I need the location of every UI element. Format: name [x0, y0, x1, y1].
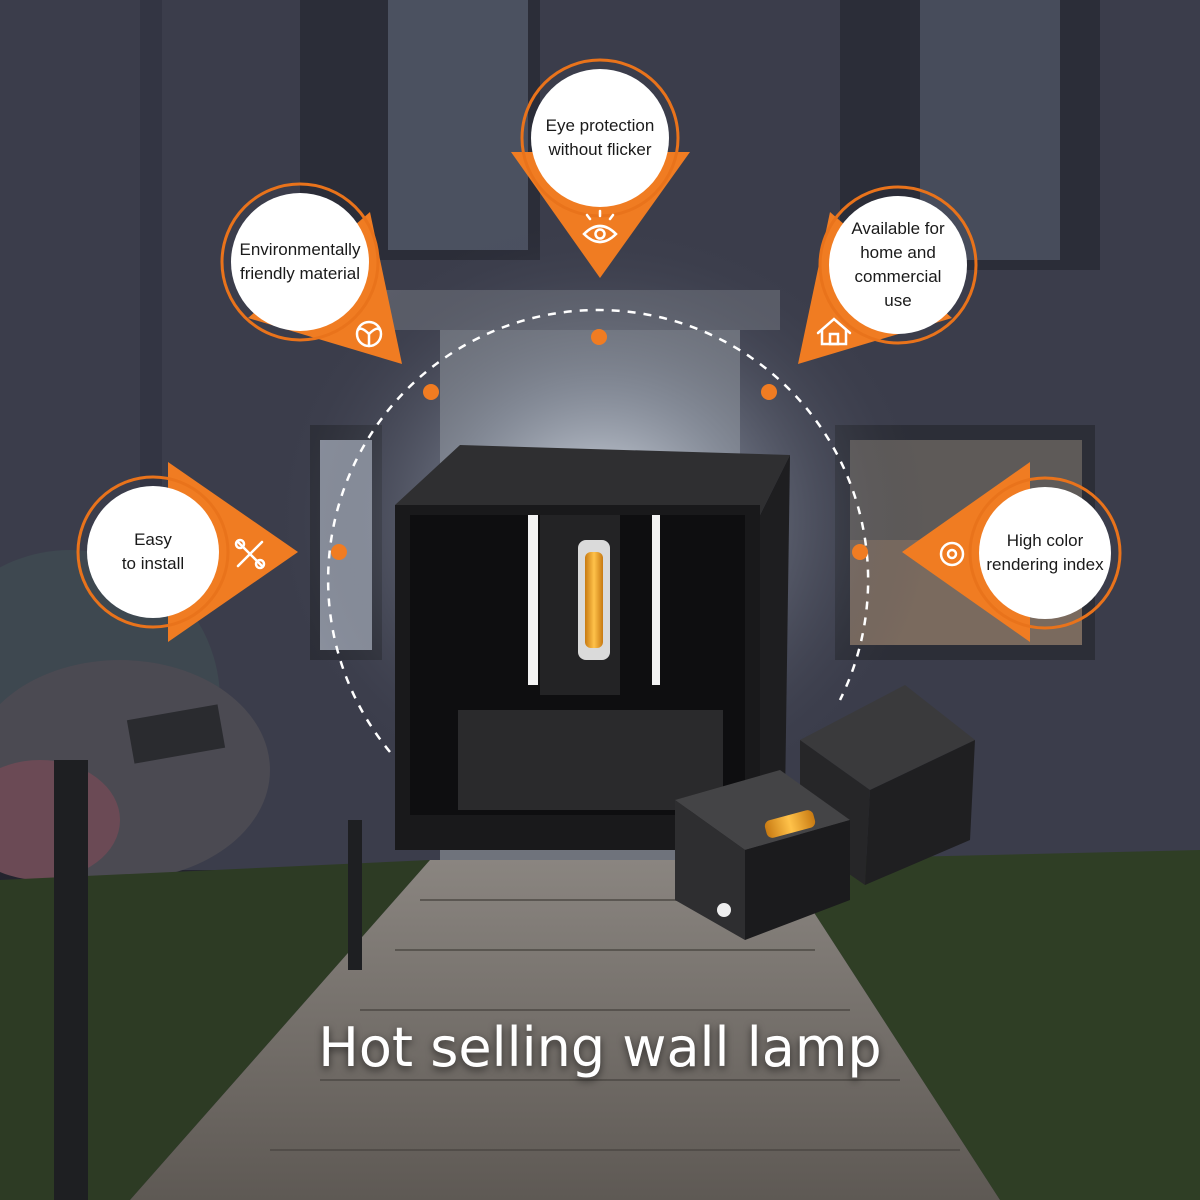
led-strip [585, 552, 603, 648]
bollard-lamp-head [126, 704, 226, 764]
leaf-icon [355, 320, 383, 348]
brick-walkway [130, 860, 1000, 1200]
lamp-parts [675, 685, 975, 940]
feature-text: rendering index [986, 555, 1104, 574]
feature-text: Available for [851, 219, 945, 238]
feature-text: Environmentally [239, 240, 361, 259]
arc-dot [591, 329, 607, 345]
house-icon [816, 317, 852, 346]
feature-text: home and [860, 243, 936, 262]
feature-text: friendly material [239, 264, 360, 283]
feature-text: Easy [134, 530, 172, 549]
feature-text: use [884, 291, 912, 310]
feature-text: High color [1006, 531, 1084, 550]
lawn-right [780, 850, 1200, 1200]
feature-home-commercial: Available for home and commercial use [829, 196, 967, 334]
feature-text: commercial [854, 267, 942, 286]
dashed-arc [326, 308, 870, 753]
feature-text: without flicker [548, 140, 652, 159]
badge-rings [76, 58, 1122, 630]
arc-dot [423, 384, 439, 400]
feature-eco-material: Environmentally friendly material [231, 193, 369, 331]
feature-text: to install [121, 554, 185, 573]
arc-dot [331, 544, 347, 560]
feature-easy-install: Easy to install [87, 486, 219, 618]
eye-icon [582, 209, 618, 244]
headline: Hot selling wall lamp [318, 1016, 882, 1079]
feature-text: Eye protection [545, 116, 655, 135]
feature-eye-protection: Eye protection without flicker [531, 69, 669, 207]
arc-dot [852, 544, 868, 560]
bollard-post [54, 760, 88, 1200]
ring-icon [939, 541, 965, 567]
lawn-left [0, 860, 430, 1200]
feature-color-rendering: High color rendering index [979, 487, 1111, 619]
wall-lamp [395, 445, 790, 850]
tools-icon [234, 538, 266, 570]
arc-dot [761, 384, 777, 400]
